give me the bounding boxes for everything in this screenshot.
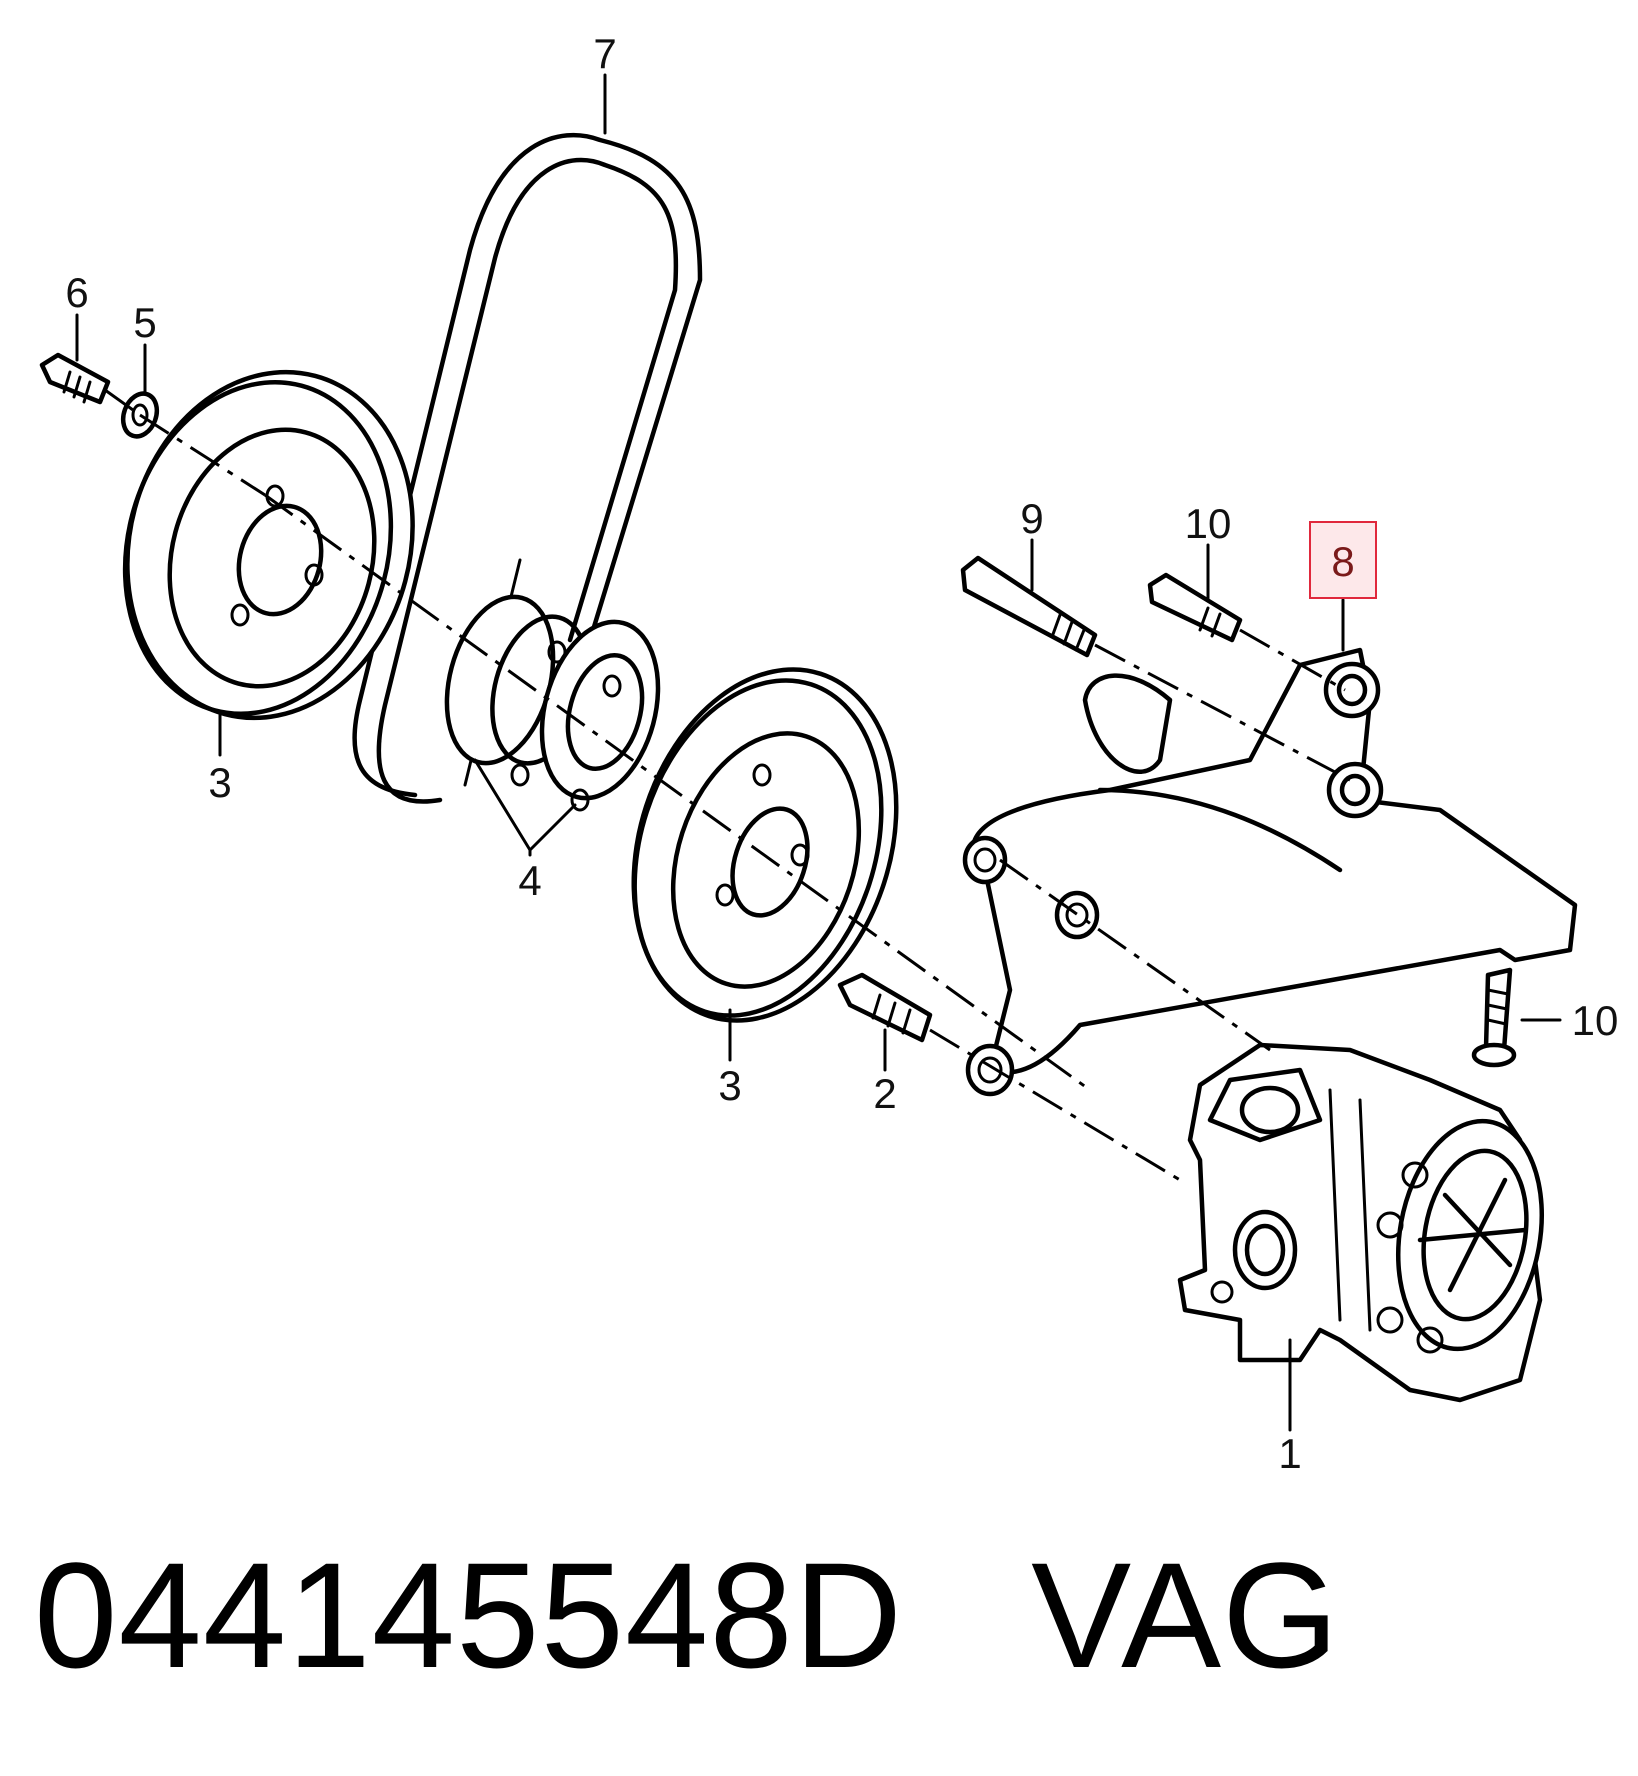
leader-lines <box>75 73 1562 1432</box>
callout-1: 1 <box>1278 1430 1301 1477</box>
callout-labels: 1 2 3 3 4 5 6 7 8 9 10 10 <box>65 30 1618 1477</box>
bolt-6 <box>39 352 111 405</box>
power-steering-pump <box>1177 1042 1545 1403</box>
bolt-10-top <box>1147 572 1243 643</box>
assembly-axis-lines <box>104 388 1351 1182</box>
left-pulley <box>122 369 415 721</box>
callout-6: 6 <box>65 269 88 316</box>
callout-9: 9 <box>1020 495 1043 542</box>
part-number-caption: 044145548D VAG <box>34 1531 1340 1699</box>
bolt-9 <box>960 555 1098 658</box>
callout-10-right: 10 <box>1572 997 1619 1044</box>
callout-8-highlight <box>1309 521 1377 599</box>
callout-5: 5 <box>133 299 156 346</box>
callout-3-right: 3 <box>718 1062 741 1109</box>
hub-flange-assembly <box>444 594 661 812</box>
callout-7: 7 <box>593 30 616 77</box>
callout-10-top: 10 <box>1185 500 1232 547</box>
callout-8: 8 <box>1331 538 1354 585</box>
callout-3-left: 3 <box>208 759 231 806</box>
exploded-parts-diagram: 1 2 3 3 4 5 6 7 8 9 10 10 <box>39 30 1618 1477</box>
callout-4: 4 <box>518 857 541 904</box>
bolt-10-right <box>1471 967 1517 1068</box>
mounting-bracket <box>962 647 1578 1097</box>
callout-2: 2 <box>873 1070 896 1117</box>
right-pulley <box>631 667 899 1023</box>
bolt-2 <box>837 972 933 1043</box>
